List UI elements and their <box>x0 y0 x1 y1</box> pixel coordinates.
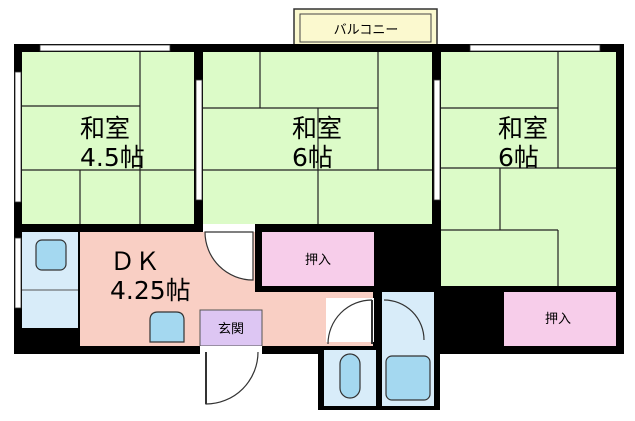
washitsu-left-size: 4.5帖 <box>80 143 145 172</box>
tatami-lines-center <box>203 52 432 224</box>
door-bath <box>326 298 374 345</box>
closet-center: 押入 <box>262 232 374 286</box>
tatami-lines-left <box>22 52 194 224</box>
entrance-door <box>200 346 262 405</box>
closet-right-label: 押入 <box>545 312 571 327</box>
room-washitsu-left: 和室 4.5帖 <box>22 52 194 224</box>
dk-name: ＤＫ <box>110 247 160 276</box>
balcony: バルコニー <box>293 8 438 48</box>
closet-right: 押入 <box>504 292 616 346</box>
washitsu-center-name: 和室 <box>292 114 342 143</box>
wall-block-right <box>441 286 504 354</box>
washitsu-center-size: 6帖 <box>292 143 333 172</box>
tatami-lines-right <box>441 52 616 286</box>
kitchen-area <box>22 232 78 328</box>
room-washitsu-right: 和室 6帖 <box>441 52 616 286</box>
dk-size: 4.25帖 <box>110 276 191 305</box>
balcony-label: バルコニー <box>334 23 399 38</box>
room-washitsu-center: 和室 6帖 <box>203 52 432 224</box>
washitsu-left-name: 和室 <box>80 114 130 143</box>
genkan-label: 玄関 <box>218 322 244 337</box>
bath-area <box>318 292 440 410</box>
door-center <box>203 224 255 281</box>
washitsu-right-name: 和室 <box>498 114 548 143</box>
bathtub-icon <box>385 355 431 401</box>
closet-center-label: 押入 <box>305 253 331 268</box>
windows <box>14 44 601 309</box>
sink-icon <box>35 239 67 271</box>
washer-fixture <box>149 311 185 343</box>
washitsu-right-size: 6帖 <box>498 143 539 172</box>
genkan: 玄関 <box>199 309 263 347</box>
toilet-icon <box>339 353 361 399</box>
